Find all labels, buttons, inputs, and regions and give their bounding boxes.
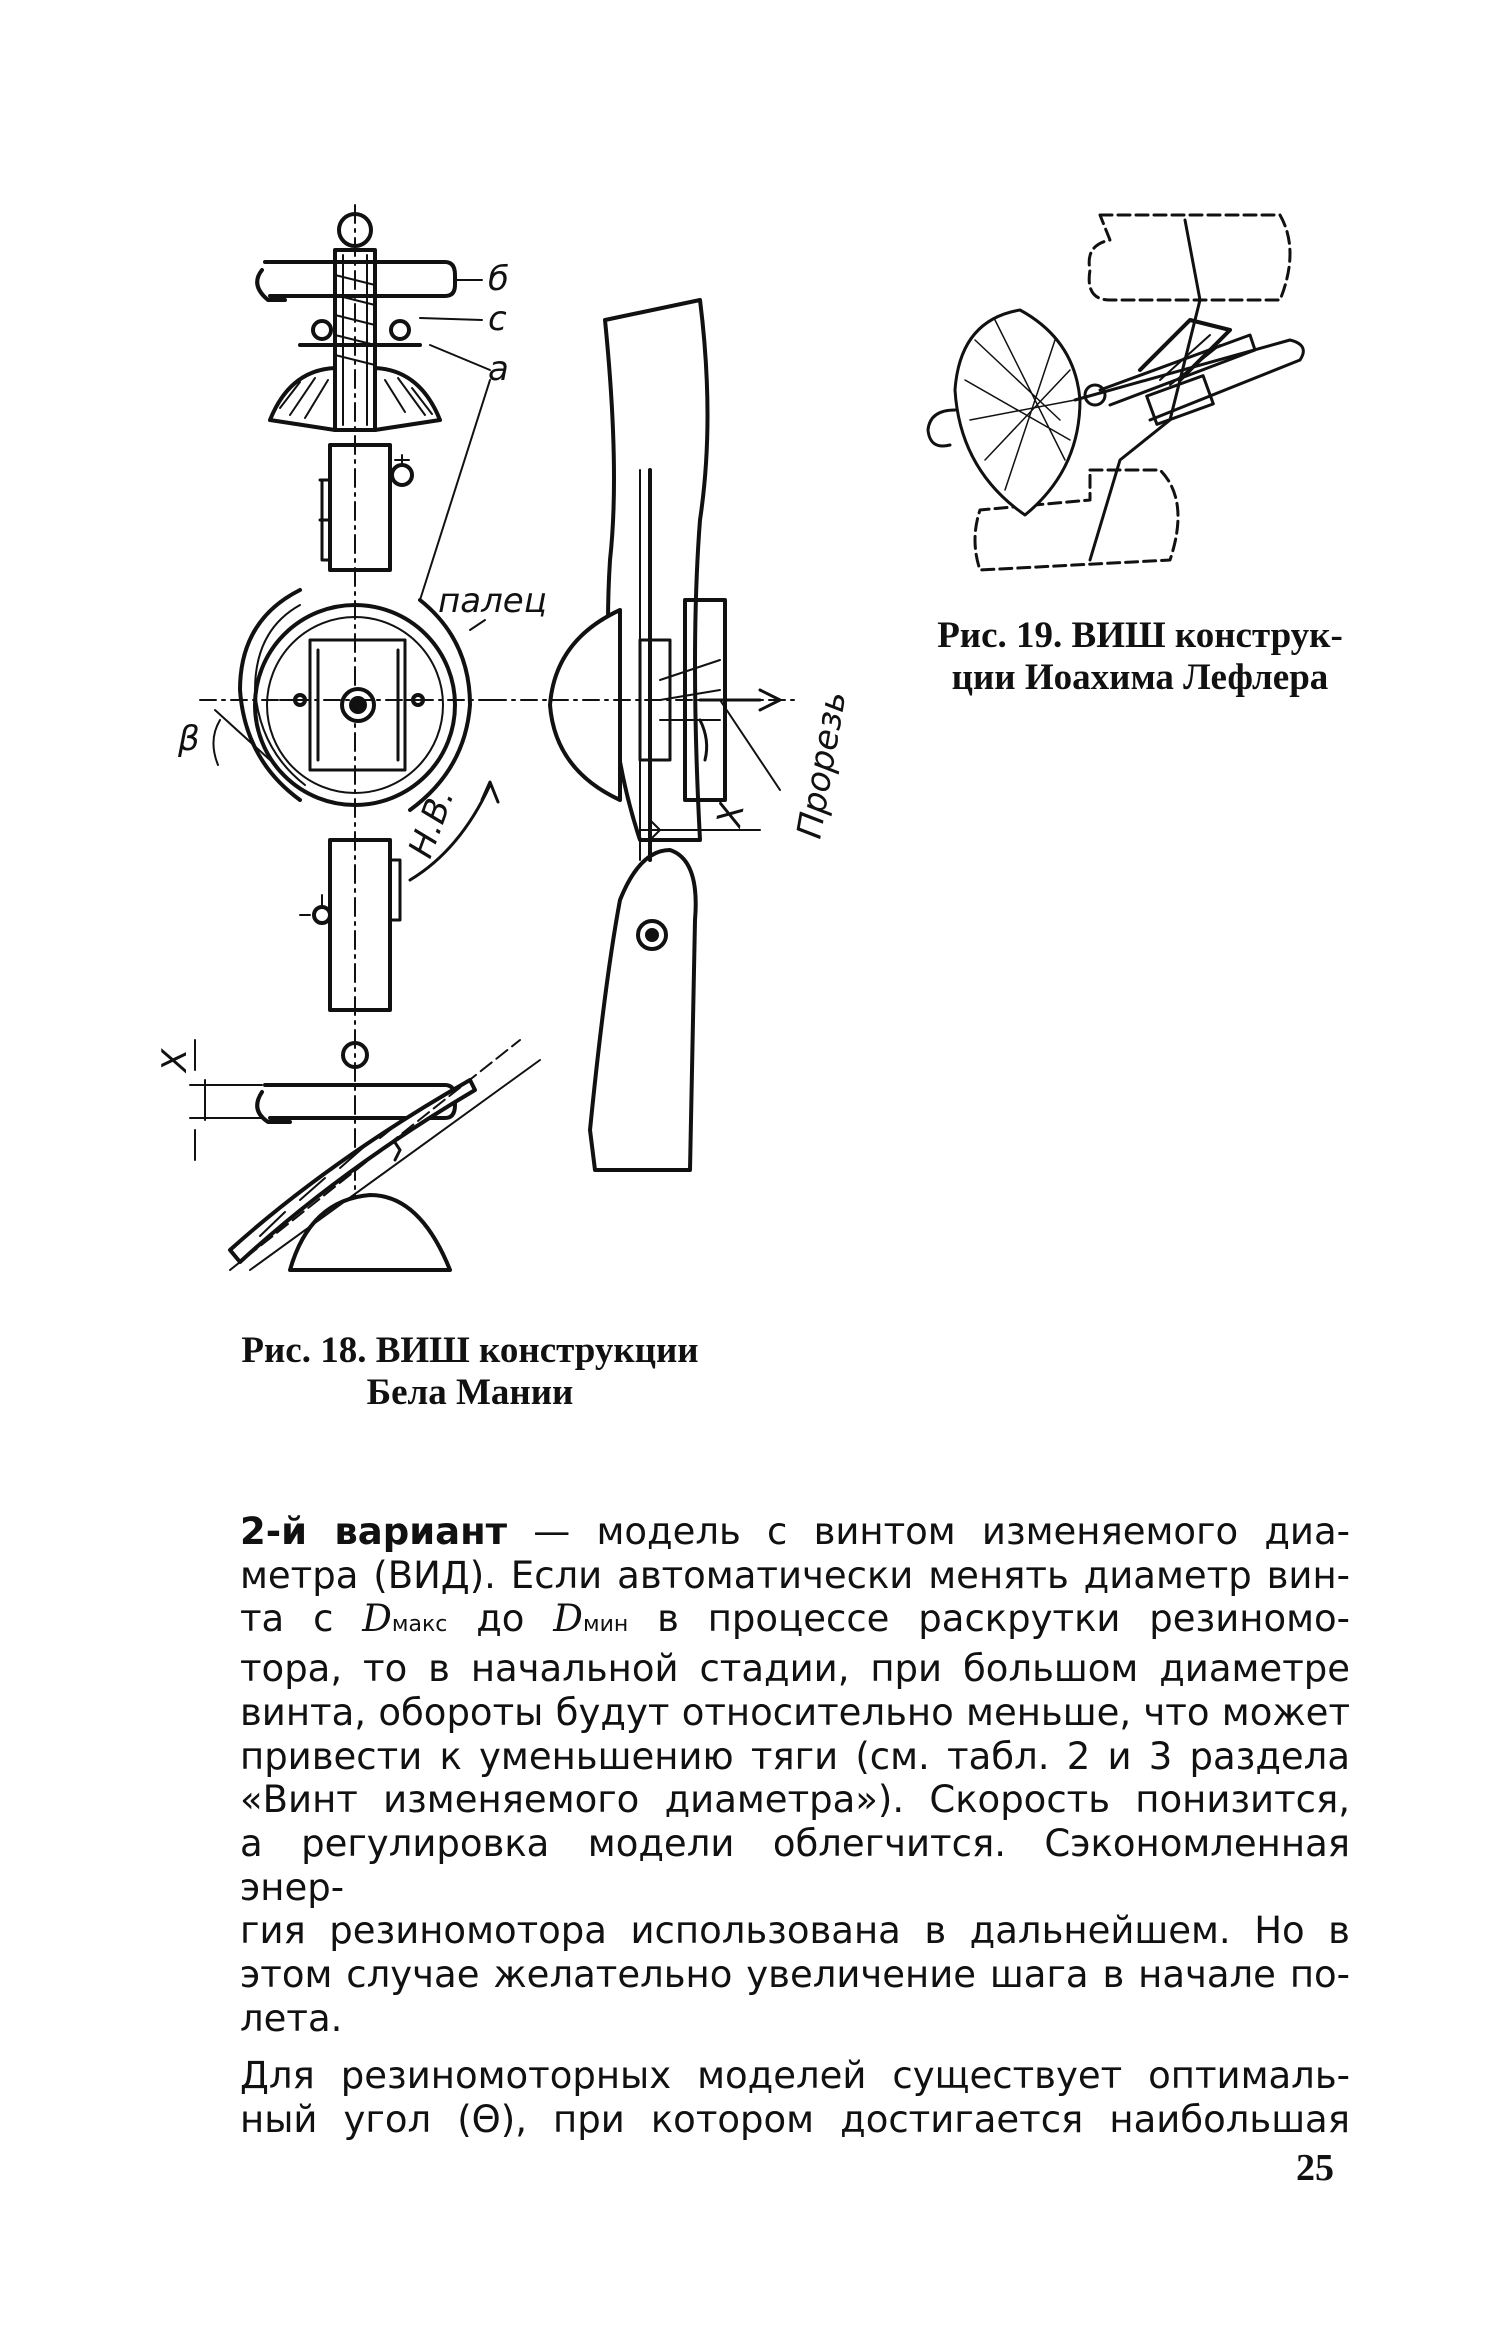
figure-19-caption-line1: Рис. 19. ВИШ конструк- — [937, 615, 1343, 656]
figure-18-caption-line2: Бела Мании — [366, 1372, 574, 1413]
label-a: а — [488, 349, 509, 389]
label-slot: Прорезь — [789, 688, 854, 841]
figure-18-caption-line1: Рис. 18. ВИШ конструкции — [241, 1330, 699, 1371]
p1-line-8: а регулировка модели облегчится. Сэконом… — [240, 1821, 1350, 1909]
paragraph-optimal-angle: Для резиномоторных моделей существует оп… — [240, 2054, 1350, 2141]
p1-line-5: винта, обороты будут относительно меньше… — [240, 1690, 1350, 1734]
p1-line-9: гия резиномотора использована в дальнейш… — [240, 1909, 1350, 1953]
label-x-bottom: X — [160, 1048, 195, 1074]
label-b: б — [488, 259, 509, 299]
body-text: 2-й вариант — модель с винтом изменяемог… — [240, 1510, 1350, 2142]
label-beta: β — [177, 719, 200, 759]
label-x-side: X — [709, 799, 753, 832]
paragraph-variant-2: 2-й вариант — модель с винтом изменяемог… — [240, 1510, 1350, 2040]
p1-line-11: лета. — [240, 1996, 343, 2040]
figure-19-caption: Рис. 19. ВИШ конструк- ции Иоахима Лефле… — [905, 615, 1375, 699]
label-c: с — [488, 299, 507, 339]
label-nv: Н.В. — [401, 783, 463, 863]
figure-18-caption: Рис. 18. ВИШ конструкции Бела Мании — [170, 1330, 770, 1414]
p2-line-1: Для резиномоторных моделей существует оп… — [240, 2054, 1350, 2098]
label-finger: палец — [438, 581, 547, 621]
p2-line-2: ный угол (Θ), при котором достигается на… — [240, 2098, 1350, 2142]
page-number: 25 — [1296, 2147, 1334, 2189]
p1-line-10: этом случае желательно увеличение шага в… — [240, 1953, 1350, 1997]
figure-18-drawing: б с а палец β Н.В. X Прорезь X — [160, 204, 855, 1272]
p1-line-4: тора, то в начальной стадии, при большом… — [240, 1647, 1350, 1691]
figure-19-caption-line2: ции Иоахима Лефлера — [951, 657, 1329, 698]
p1-line-3: та с Dмакс до Dмин в процессе раскрутки … — [240, 1597, 1350, 1641]
p1-line-6: привести к уменьшению тяги (см. табл. 2 … — [240, 1734, 1350, 1778]
lead-bold: 2-й вариант — [240, 1510, 508, 1553]
p1-line-1: 2-й вариант — модель с винтом изменяемог… — [240, 1510, 1350, 1553]
figure-19-drawing — [926, 213, 1305, 572]
p1-line-2: метра (ВИД). Если автоматически менять д… — [240, 1553, 1350, 1597]
p1-line-7: «Винт изменяемого диаметра»). Скорость п… — [240, 1778, 1350, 1822]
